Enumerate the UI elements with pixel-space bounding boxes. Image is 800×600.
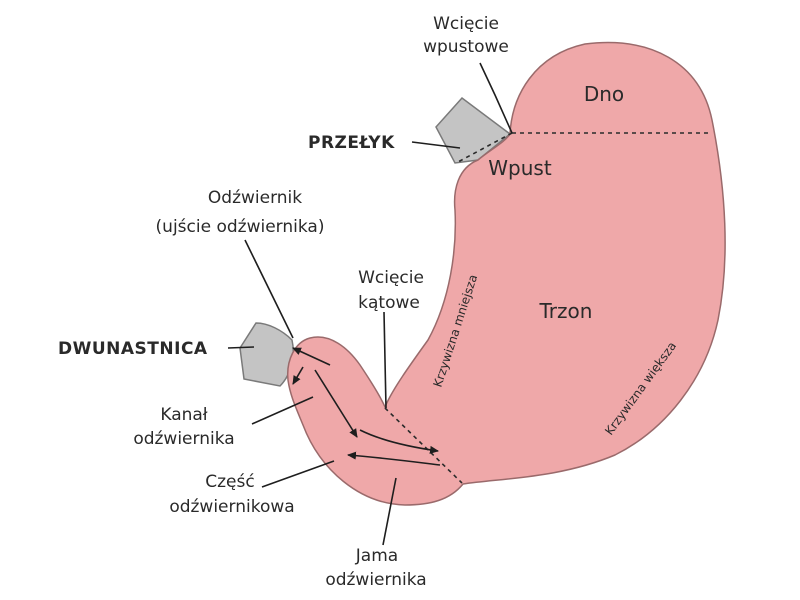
pyloric-canal-leader <box>251 396 314 425</box>
cardiac-notch-label-line1: Wcięcie <box>433 14 499 34</box>
pyloric-canal-label-line1: Kanał <box>160 405 207 425</box>
pyloric-part-label-line2: odźwiernikowa <box>169 497 294 517</box>
stomach-shape <box>287 41 726 506</box>
duodenum-label: DWUNASTNICA <box>58 339 208 359</box>
pyloric-canal-arrow-upper <box>292 347 331 366</box>
pyloric-part-label-line1: Część <box>205 472 254 492</box>
pylorus-label-line2: (ujście odźwiernika) <box>156 217 325 237</box>
pylorus-leader <box>244 239 294 339</box>
pyloric-antrum-arrow-lower <box>347 451 441 466</box>
pyloric-antrum-label-line1: Jama <box>355 546 398 566</box>
duodenum-shape <box>239 322 294 387</box>
pyloric-antrum-label-line2: odźwiernika <box>325 570 426 590</box>
esophagus-label: PRZEŁYK <box>308 133 395 153</box>
cardiac-notch-leader <box>479 62 513 134</box>
angular-notch-label-line2: kątowe <box>358 293 420 313</box>
cardiac-notch-label-line2: wpustowe <box>423 37 509 57</box>
pyloric-part-leader <box>261 460 335 488</box>
pyloric-canal-arrow-upper-rev <box>314 369 358 438</box>
duodenum-leader <box>227 346 255 349</box>
esophagus-leader <box>411 141 461 149</box>
pyloric-canal-arrow-lower <box>292 366 304 385</box>
angular-notch-label-line1: Wcięcie <box>358 268 424 288</box>
angular-notch-leader <box>383 311 387 409</box>
pylorus-label-line1: Odźwiernik <box>208 188 302 208</box>
pyloric-canal-label-line2: odźwiernika <box>133 429 234 449</box>
pyloric-antrum-arrow-upper <box>359 429 439 454</box>
angular-boundary-line <box>384 407 463 484</box>
cardia-boundary-line <box>457 132 513 163</box>
pyloric-antrum-leader <box>382 477 397 546</box>
body-label: Trzon <box>539 299 593 323</box>
fundus-label: Dno <box>584 82 624 106</box>
cardia-label: Wpust <box>488 156 552 180</box>
